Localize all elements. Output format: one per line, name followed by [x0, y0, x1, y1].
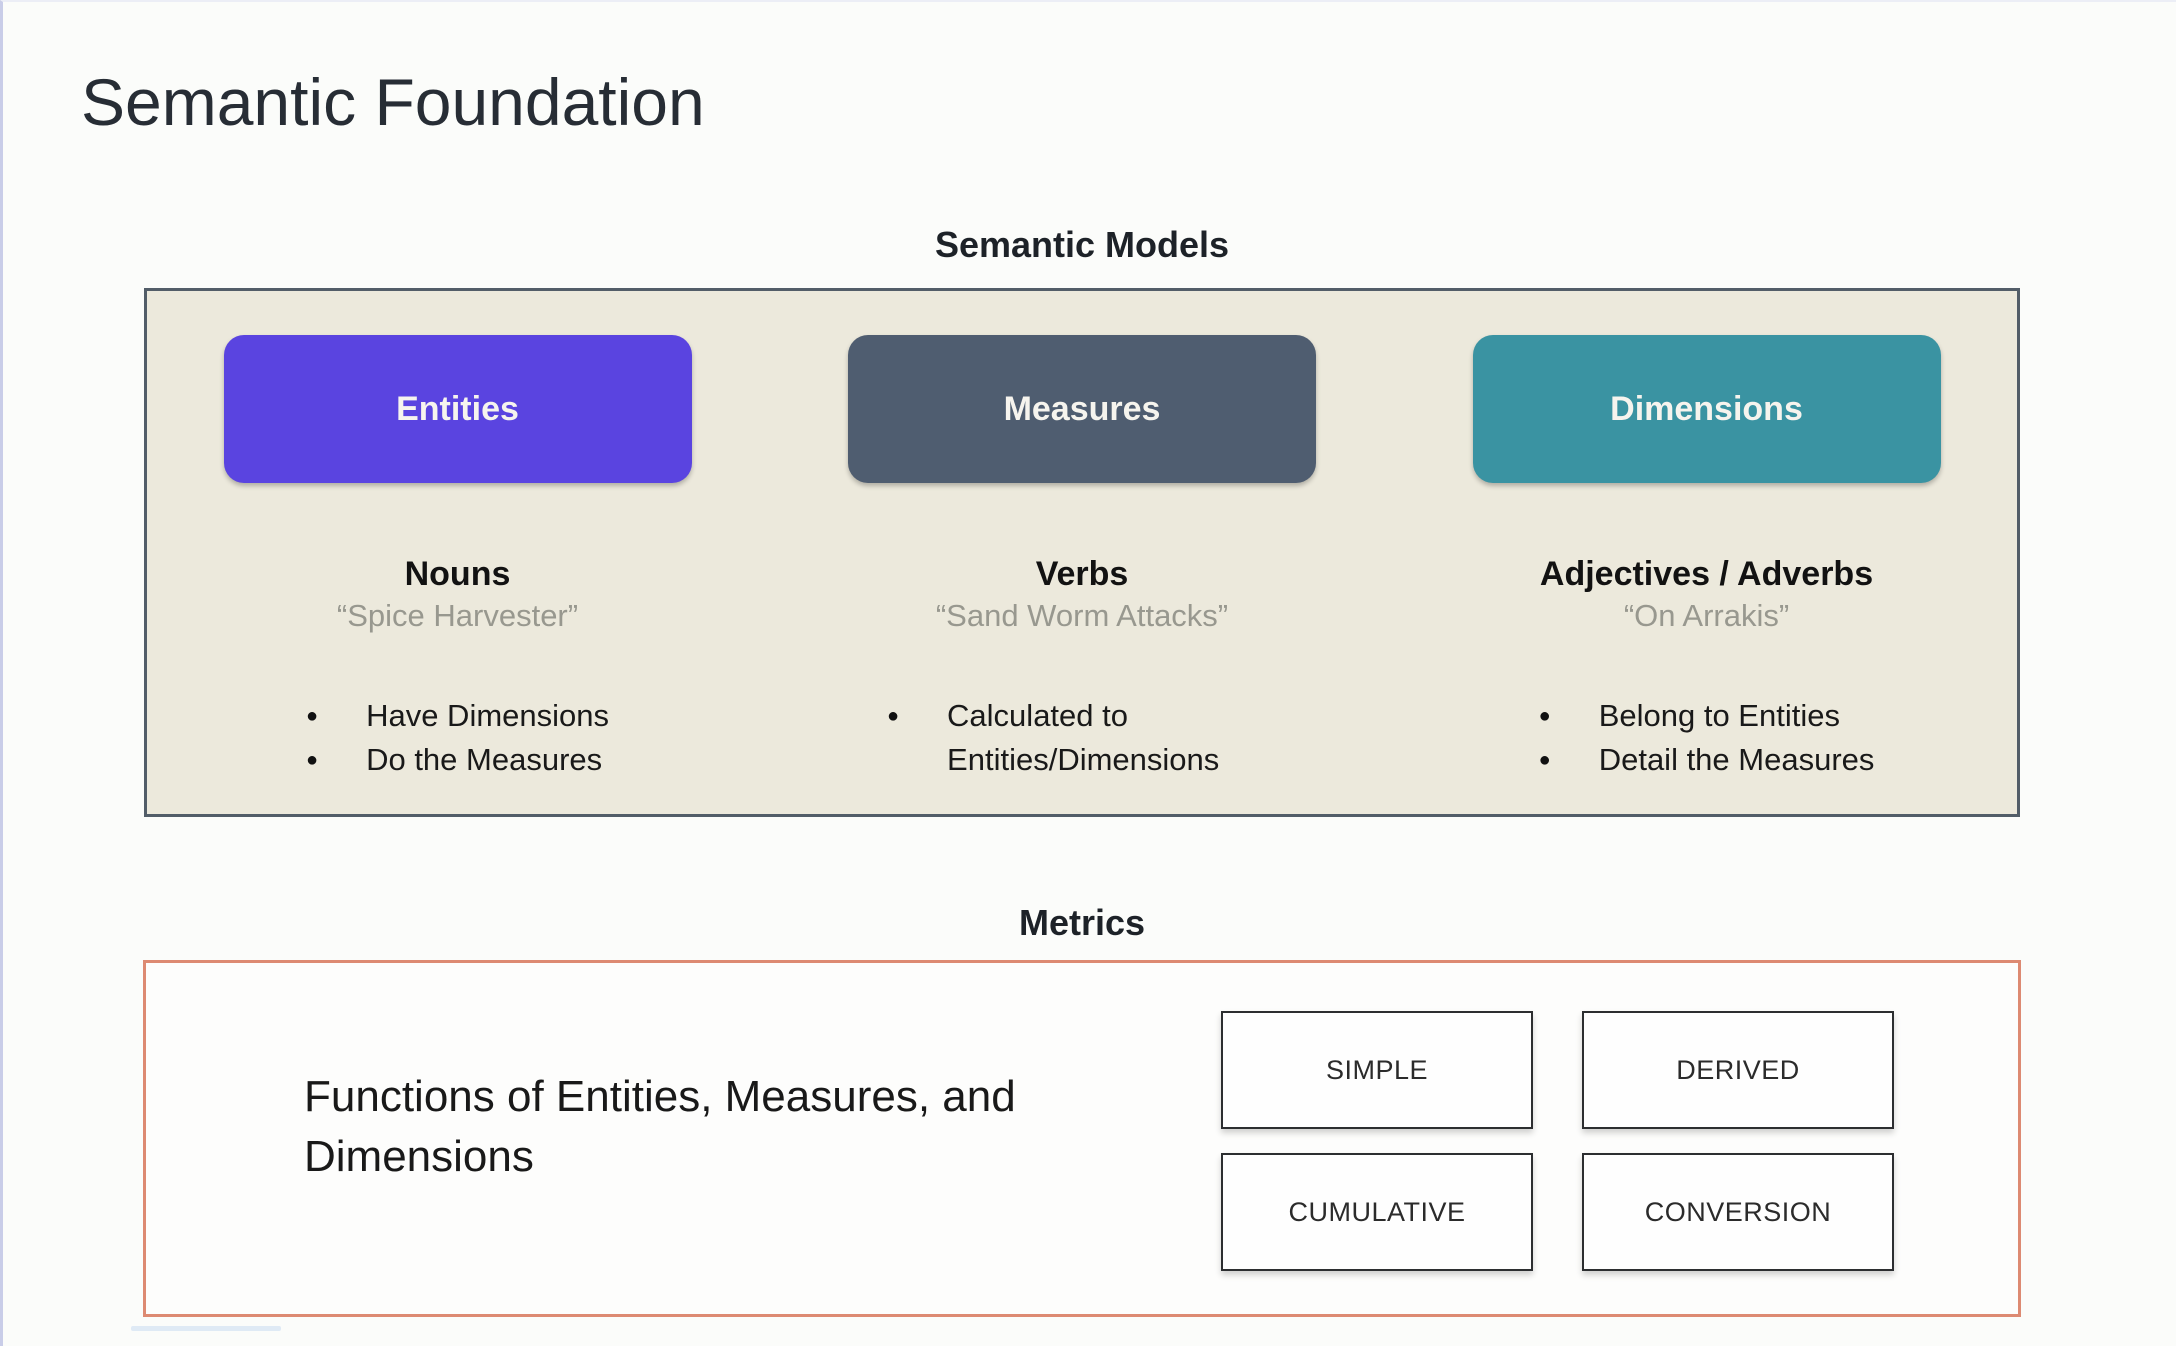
metrics-description: Functions of Entities, Measures, and Dim… — [304, 1072, 1016, 1181]
bullet-dot-icon: ● — [886, 705, 900, 727]
bullet-item: ● Detail the Measures — [1539, 738, 1875, 782]
bullet-item: ● Belong to Entities — [1539, 694, 1875, 738]
semantic-models-panel: Entities Nouns “Spice Harvester” ● Have D… — [144, 288, 2020, 817]
measures-subheading: Verbs — [1035, 555, 1129, 593]
bullet-text: Have Dimensions — [366, 698, 610, 733]
dimensions-bullet-list: ● Belong to Entities ● Detail the Measures — [1539, 694, 1875, 782]
entities-column: Entities Nouns “Spice Harvester” ● Have D… — [165, 291, 750, 814]
page-title: Semantic Foundation — [81, 65, 705, 139]
bullet-text: Detail the Measures — [1598, 742, 1875, 778]
measures-bullet-list: ● Calculated to Entities/Dimensions — [887, 694, 1277, 782]
bullet-dot-icon: ● — [1538, 705, 1551, 727]
bullet-text: Do the Measures — [366, 742, 603, 778]
semantic-models-heading: Semantic Models — [934, 224, 1230, 265]
dimensions-box: Dimensions — [1472, 335, 1941, 483]
bullet-text: Calculated to Entities/Dimensions — [947, 698, 1220, 778]
bullet-item: ● Do the Measures — [306, 738, 609, 782]
bullet-dot-icon: ● — [1538, 749, 1551, 772]
measures-column: Measures Verbs “Sand Worm Attacks” ● Calc… — [790, 291, 1375, 814]
bullet-item: ● Have Dimensions — [306, 694, 609, 738]
dimensions-quote: “On Arrakis” — [1623, 598, 1790, 633]
metric-type-cumulative: CUMULATIVE — [1221, 1153, 1533, 1271]
entities-box: Entities — [223, 335, 692, 483]
metrics-heading: Metrics — [1018, 902, 1146, 943]
metrics-panel: Functions of Entities, Measures, and Dim… — [143, 960, 2021, 1317]
metric-type-conversion: CONVERSION — [1582, 1153, 1894, 1271]
bullet-text: Belong to Entities — [1598, 698, 1840, 733]
measures-quote: “Sand Worm Attacks” — [935, 598, 1229, 633]
caption-artifact — [131, 1326, 281, 1331]
bullet-dot-icon: ● — [305, 705, 319, 727]
bullet-dot-icon: ● — [305, 749, 319, 772]
dimensions-subheading: Adjectives / Adverbs — [1539, 555, 1874, 593]
metric-types-grid: SIMPLE DERIVED CUMULATIVE CONVERSION — [1221, 1011, 1894, 1271]
measures-box: Measures — [848, 335, 1316, 483]
dimensions-column: Dimensions Adjectives / Adverbs “On Arra… — [1414, 291, 1999, 814]
metric-type-derived: DERIVED — [1582, 1011, 1894, 1129]
bullet-item: ● Calculated to Entities/Dimensions — [887, 694, 1277, 782]
metric-type-simple: SIMPLE — [1221, 1011, 1533, 1129]
entities-subheading: Nouns — [404, 555, 511, 593]
entities-quote: “Spice Harvester” — [336, 598, 579, 633]
entities-bullet-list: ● Have Dimensions ● Do the Measures — [306, 694, 609, 782]
